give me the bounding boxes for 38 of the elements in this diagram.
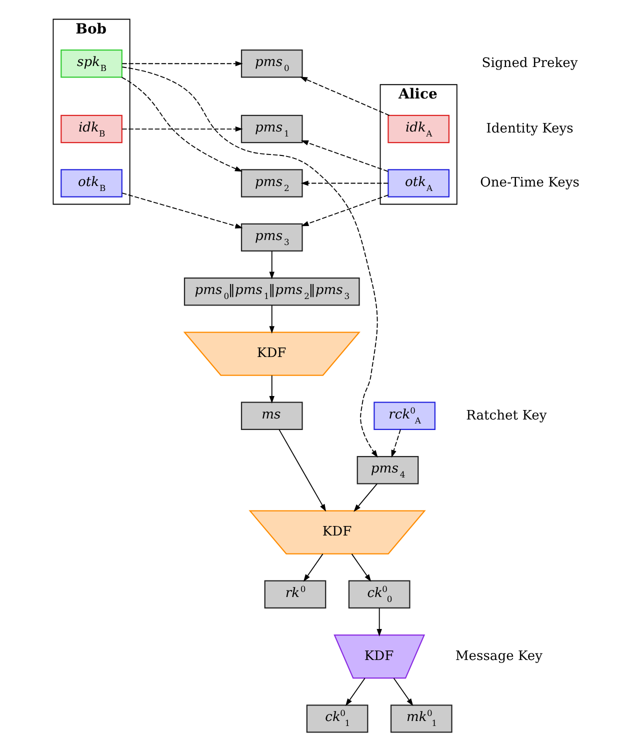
arrow — [300, 194, 388, 226]
node-box: pms$_{2}$ — [240, 169, 302, 198]
arrow — [268, 250, 274, 280]
node-box: pms$_{3}$ — [240, 223, 302, 252]
arrow — [302, 553, 323, 582]
node-box: otk$_{A}$ — [387, 169, 450, 198]
node-box: rk$^{0}$ — [264, 580, 326, 609]
arrow — [353, 483, 378, 512]
arrow — [121, 61, 242, 66]
label: Ratchet Key — [466, 408, 546, 424]
label: Message Key — [454, 649, 542, 664]
node-box: idk$_{A}$ — [387, 114, 450, 144]
node-box: pms$_{4}$ — [356, 456, 418, 484]
arrow — [299, 76, 390, 116]
arrow — [278, 429, 326, 512]
node-box: pms$_{1}$ — [240, 114, 302, 144]
node-box: spk$_{B}$ — [60, 50, 122, 78]
label: Identity Keys — [486, 121, 573, 136]
arrow — [350, 553, 371, 582]
arrow — [392, 678, 413, 706]
node-box: otk$_{B}$ — [60, 169, 122, 198]
arrow — [121, 192, 242, 228]
arrow — [344, 678, 365, 706]
arrow — [300, 140, 388, 172]
node-box: ms — [240, 402, 302, 430]
label: One-Time Keys — [480, 176, 579, 191]
arrow — [120, 76, 242, 172]
arrow — [390, 429, 400, 458]
node-box: idk$_{B}$ — [60, 114, 122, 144]
arrow — [376, 608, 382, 636]
arrow — [121, 126, 242, 132]
arrow — [268, 375, 274, 404]
arrow — [268, 304, 274, 334]
node-box: pms$_{0}$‖pms$_{1}$‖pms$_{2}$‖pms$_{3}$ — [183, 278, 360, 306]
arrow — [121, 66, 378, 458]
node-box: pms$_{0}$ — [240, 50, 302, 78]
arrow — [300, 180, 388, 186]
label: Signed Prekey — [481, 56, 578, 72]
